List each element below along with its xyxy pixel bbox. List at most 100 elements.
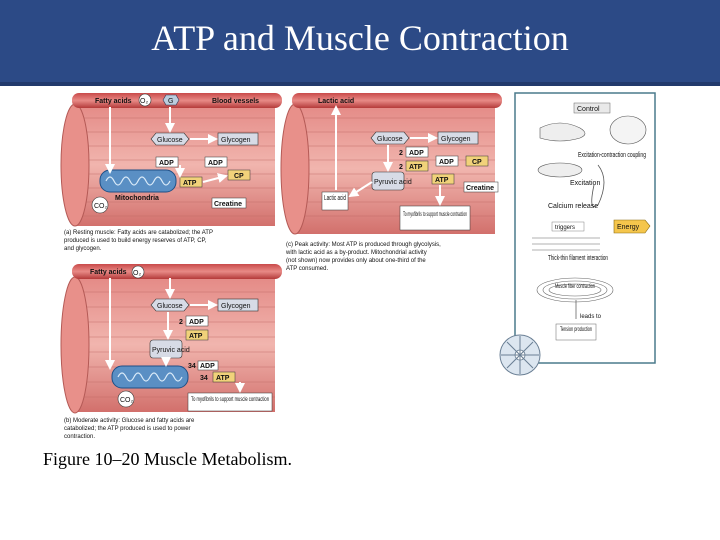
figure-caption: Figure 10–20 Muscle Metabolism. — [43, 449, 292, 469]
panel-b-glycogen-box — [217, 298, 259, 312]
panel-a-adp1-box — [155, 156, 179, 168]
flow-thick-thin: Thick-thin filament interaction — [548, 255, 608, 262]
flow-energy: Energy — [617, 224, 640, 231]
panel-c-fiber-end — [280, 103, 310, 235]
panel-c-myofibrils: To myofibrils to support muscle contract… — [403, 212, 467, 218]
panel-c-myofibrils-box — [399, 205, 471, 231]
flow-triggers: triggers — [555, 225, 575, 231]
panel-c-glycogen: Glycogen — [441, 136, 471, 143]
panel-c-cp: CP — [472, 159, 482, 166]
panel-a-creatine: Creatine — [214, 201, 242, 208]
panel-b-adp-box — [185, 315, 209, 327]
panel-a-o2-circle — [138, 93, 152, 107]
panel-a-adp2-box — [204, 156, 228, 168]
title-bar: ATP and Muscle Contraction — [0, 0, 720, 86]
panel-c-caption-2: with lactic acid as a by-product. Mitoch… — [285, 250, 427, 256]
panel-c-atp-box — [405, 160, 429, 172]
panel-c-blood-vessel — [292, 93, 502, 108]
panel-c-glucose-box — [370, 131, 410, 145]
panel-b-myofibrils-box — [187, 392, 273, 412]
panel-c-atp: ATP — [409, 164, 423, 171]
panel-c-peak-activity: Lactic acid Glucose Glycogen 2 ADP 2 ATP… — [280, 93, 502, 272]
panel-b-caption-3: contraction. — [64, 434, 95, 440]
panel-c-caption-4: ATP consumed. — [286, 266, 328, 272]
slide-title: ATP and Muscle Contraction — [151, 18, 569, 58]
panel-a-glucose-box — [150, 132, 190, 146]
panel-a-atp: ATP — [183, 180, 197, 187]
panel-b-num-34a: 34 — [188, 363, 196, 370]
panel-b-adp: ADP — [189, 319, 204, 326]
panel-b-atp: ATP — [189, 333, 203, 340]
panel-c-lactic-acid: Lactic acid — [318, 98, 354, 105]
panel-b-atp2: ATP — [216, 375, 230, 382]
panel-b-num-2: 2 — [179, 319, 183, 326]
panel-b-adp2: ADP — [200, 363, 215, 370]
panel-c-lactic-acid2: Lactic acid — [324, 195, 346, 202]
flow-hand-illustration — [539, 122, 586, 142]
panel-b-adp2-box — [197, 360, 219, 371]
panel-b-moderate-activity: Fatty acids O₂ Glucose Glycogen 2 ADP AT… — [60, 264, 282, 440]
panel-c-cp-box — [465, 155, 489, 167]
panel-a-glycogen: Glycogen — [221, 137, 251, 144]
panel-b-myofibrils: To myofibrils to support muscle contract… — [191, 397, 269, 403]
panel-a-atp-box — [179, 176, 203, 188]
panel-c-adp2-box — [435, 155, 459, 167]
panel-a-adp1: ADP — [159, 160, 174, 167]
flow-control: Control — [577, 106, 600, 113]
panel-c-num-2a: 2 — [399, 150, 403, 157]
panel-c-glycogen-box — [437, 131, 479, 145]
panel-b-atp-box — [185, 329, 209, 341]
panel-a-fiber-end — [60, 103, 90, 227]
panel-c-adp-box — [405, 146, 429, 158]
panel-b-pyruvic-acid: Pyruvic acid — [152, 347, 190, 354]
panel-b-o2-circle — [131, 265, 145, 279]
panel-b-glycogen: Glycogen — [221, 303, 251, 310]
panel-c-caption-3: (not shown) now provides only about one-… — [286, 258, 426, 264]
title-underline — [0, 82, 720, 86]
panel-c-creatine-box — [463, 181, 499, 193]
panel-a-g: G — [168, 98, 173, 105]
panel-b-co2-circle — [117, 390, 135, 408]
panel-a-caption-2: produced is used to build energy reserve… — [64, 238, 207, 244]
flow-brain-illustration — [609, 115, 647, 145]
panel-c-adp2: ADP — [439, 159, 454, 166]
panel-c-pyruvic-acid: Pyruvic acid — [374, 179, 412, 186]
panel-a-co2: CO₂ — [94, 203, 108, 210]
panel-c-lactic-acid2-box — [321, 191, 349, 211]
panel-c-pyruvic-box — [371, 171, 405, 191]
flow-calcium-release: Calcium release — [548, 203, 598, 210]
panel-a-cp-box — [227, 169, 251, 181]
flow-tension: Tension production — [560, 327, 592, 333]
panel-a-g-hex — [162, 94, 180, 106]
flow-excitation: Excitation — [570, 180, 600, 187]
panel-b-fiber-end — [60, 276, 90, 414]
panel-b-o2: O₂ — [133, 270, 141, 277]
panel-a-caption-1: (a) Resting muscle: Fatty acids are cata… — [64, 230, 213, 236]
panel-b-atp2-box — [212, 371, 236, 383]
panel-a-mitochondria: Mitochondria — [115, 195, 159, 202]
panel-c-adp: ADP — [409, 150, 424, 157]
flow-leads-to: leads to — [580, 314, 602, 320]
panel-a-blood-vessels: Blood vessels — [212, 98, 259, 105]
panel-a-cp: CP — [234, 173, 244, 180]
panel-a-glucose: Glucose — [157, 137, 183, 144]
panel-a-creatine-box — [211, 197, 247, 209]
flow-muscle-fiber: Muscle fiber contraction — [555, 284, 595, 290]
contraction-flowchart: Control Excitation-contraction coupling … — [499, 92, 656, 376]
panel-a-adp2: ADP — [208, 160, 223, 167]
panel-b-num-34b: 34 — [200, 375, 208, 382]
panel-c-num-2b: 2 — [399, 164, 403, 171]
panel-b-caption-1: (b) Moderate activity: Glucose and fatty… — [64, 418, 195, 424]
panel-c-atp2-box — [431, 173, 455, 185]
panel-c-caption-1: (c) Peak activity: Most ATP is produced … — [286, 242, 441, 248]
panel-b-co2: CO₂ — [120, 397, 134, 404]
panel-b-glucose-box — [150, 298, 190, 312]
panel-a-co2-circle — [91, 196, 109, 214]
panel-a-fatty-acids: Fatty acids — [95, 98, 132, 105]
flow-excitation-coupling: Excitation-contraction coupling — [578, 152, 646, 159]
panel-b-fatty-acids: Fatty acids — [90, 269, 127, 276]
panel-c-atp2: ATP — [435, 177, 449, 184]
panel-a-caption-3: and glycogen. — [64, 246, 102, 252]
panel-a-glycogen-box — [217, 132, 259, 146]
panel-b-blood-vessel — [72, 264, 282, 279]
